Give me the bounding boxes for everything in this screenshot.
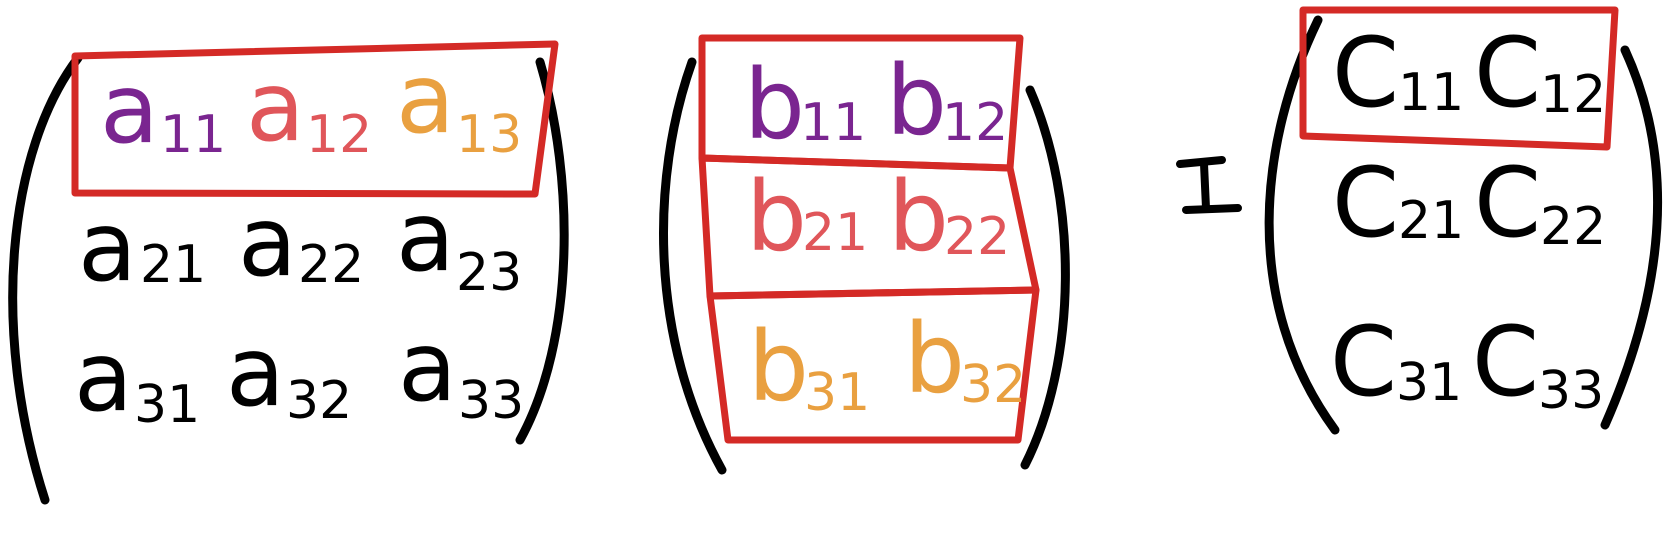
entry-letter: C [1472, 306, 1539, 418]
matrix-a: a 11 a 12 a 13 a 21 a 22 a 23 a 31 [8, 40, 569, 505]
matrix-b-entry: b 31 [748, 311, 870, 423]
entry-subscript: 12 [306, 105, 372, 165]
matrix-b-entry: b 32 [904, 303, 1026, 415]
entry-letter: a [74, 321, 133, 433]
entry-letter: b [748, 311, 809, 423]
equals-bottom-stroke [1182, 204, 1242, 214]
matrix-c-entry: C 22 [1474, 147, 1606, 259]
entry-subscript: 11 [1398, 63, 1464, 123]
matrix-a-entry: a 12 [246, 51, 372, 165]
entry-subscript: 32 [960, 355, 1026, 415]
matrix-a-right-bracket [515, 57, 569, 445]
entry-letter: C [1474, 17, 1541, 129]
entry-subscript: 13 [456, 105, 522, 165]
matrix-a-entry: a 32 [226, 316, 352, 431]
matrix-c-row1-highlight-box [1299, 6, 1619, 151]
matrix-a-entry: a 22 [238, 186, 364, 298]
entry-subscript: 22 [1540, 197, 1606, 257]
matrix-a-entry: a 21 [78, 191, 206, 303]
matrix-b: b 11 b 12 b 21 b 22 b 31 b 32 [659, 34, 1070, 475]
matrix-b-row3-highlight-box [706, 286, 1040, 444]
entry-letter: C [1474, 147, 1541, 259]
matrix-b-right-bracket [1020, 85, 1070, 470]
entry-subscript: 22 [298, 235, 364, 295]
matrix-c-entry: C 31 [1330, 306, 1462, 418]
matrix-c-entry: C 12 [1474, 17, 1606, 129]
matrix-b-entry: b 22 [888, 161, 1010, 273]
entry-letter: a [100, 53, 159, 165]
entry-subscript: 23 [456, 243, 522, 303]
matrix-b-entry: b 12 [886, 45, 1008, 157]
entry-subscript: 11 [800, 93, 866, 153]
matrix-c-right-bracket [1600, 45, 1663, 430]
entry-subscript: 21 [1398, 191, 1464, 251]
entry-letter: a [246, 51, 305, 163]
entry-subscript: 31 [1396, 353, 1462, 413]
entry-subscript: 33 [458, 371, 524, 431]
entry-subscript: 31 [804, 363, 870, 423]
matrix-c-entry: C 11 [1332, 17, 1464, 129]
equals-sign [1176, 156, 1242, 214]
entry-letter: b [744, 49, 805, 161]
matrix-c-left-bracket [1264, 15, 1340, 435]
matrix-c-entry: C 21 [1332, 147, 1464, 259]
entry-subscript: 12 [1540, 65, 1606, 125]
entry-subscript: 21 [802, 203, 868, 263]
entry-subscript: 22 [944, 207, 1010, 267]
matrix-a-entry: a 31 [74, 321, 200, 435]
entry-letter: b [888, 161, 949, 273]
matrix-c: C 11 C 12 C 21 C 22 C 31 C 33 [1264, 6, 1663, 435]
matrix-a-entry: a 13 [396, 43, 522, 165]
matrix-a-entry: a 11 [100, 53, 226, 165]
entry-subscript: 11 [160, 105, 226, 165]
entry-letter: C [1330, 306, 1397, 418]
entry-subscript: 31 [134, 375, 200, 435]
entry-letter: C [1332, 17, 1399, 129]
entry-letter: b [886, 45, 947, 157]
matrix-a-row1-highlight-box [71, 40, 559, 198]
entry-letter: C [1332, 147, 1399, 259]
matrix-b-entry: b 21 [746, 161, 868, 273]
entry-subscript: 33 [1538, 361, 1604, 421]
entry-letter: b [746, 161, 807, 273]
matrix-b-entry: b 11 [744, 49, 866, 161]
entry-letter: a [238, 186, 297, 298]
entry-subscript: 12 [942, 93, 1008, 153]
matrix-a-entry: a 23 [396, 181, 522, 303]
matrix-b-left-bracket [659, 57, 727, 475]
matrix-a-left-bracket [8, 53, 83, 505]
entry-letter: a [226, 316, 285, 428]
entry-letter: a [78, 191, 137, 303]
entry-subscript: 21 [140, 235, 206, 295]
equals-connector-stroke [1200, 160, 1210, 212]
matrix-c-entry: C 33 [1472, 306, 1604, 421]
matrix-a-entry: a 33 [398, 311, 524, 431]
entry-letter: a [396, 181, 455, 293]
entry-letter: a [396, 43, 455, 155]
entry-subscript: 32 [286, 371, 352, 431]
entry-letter: b [904, 303, 965, 415]
entry-letter: a [398, 311, 457, 423]
